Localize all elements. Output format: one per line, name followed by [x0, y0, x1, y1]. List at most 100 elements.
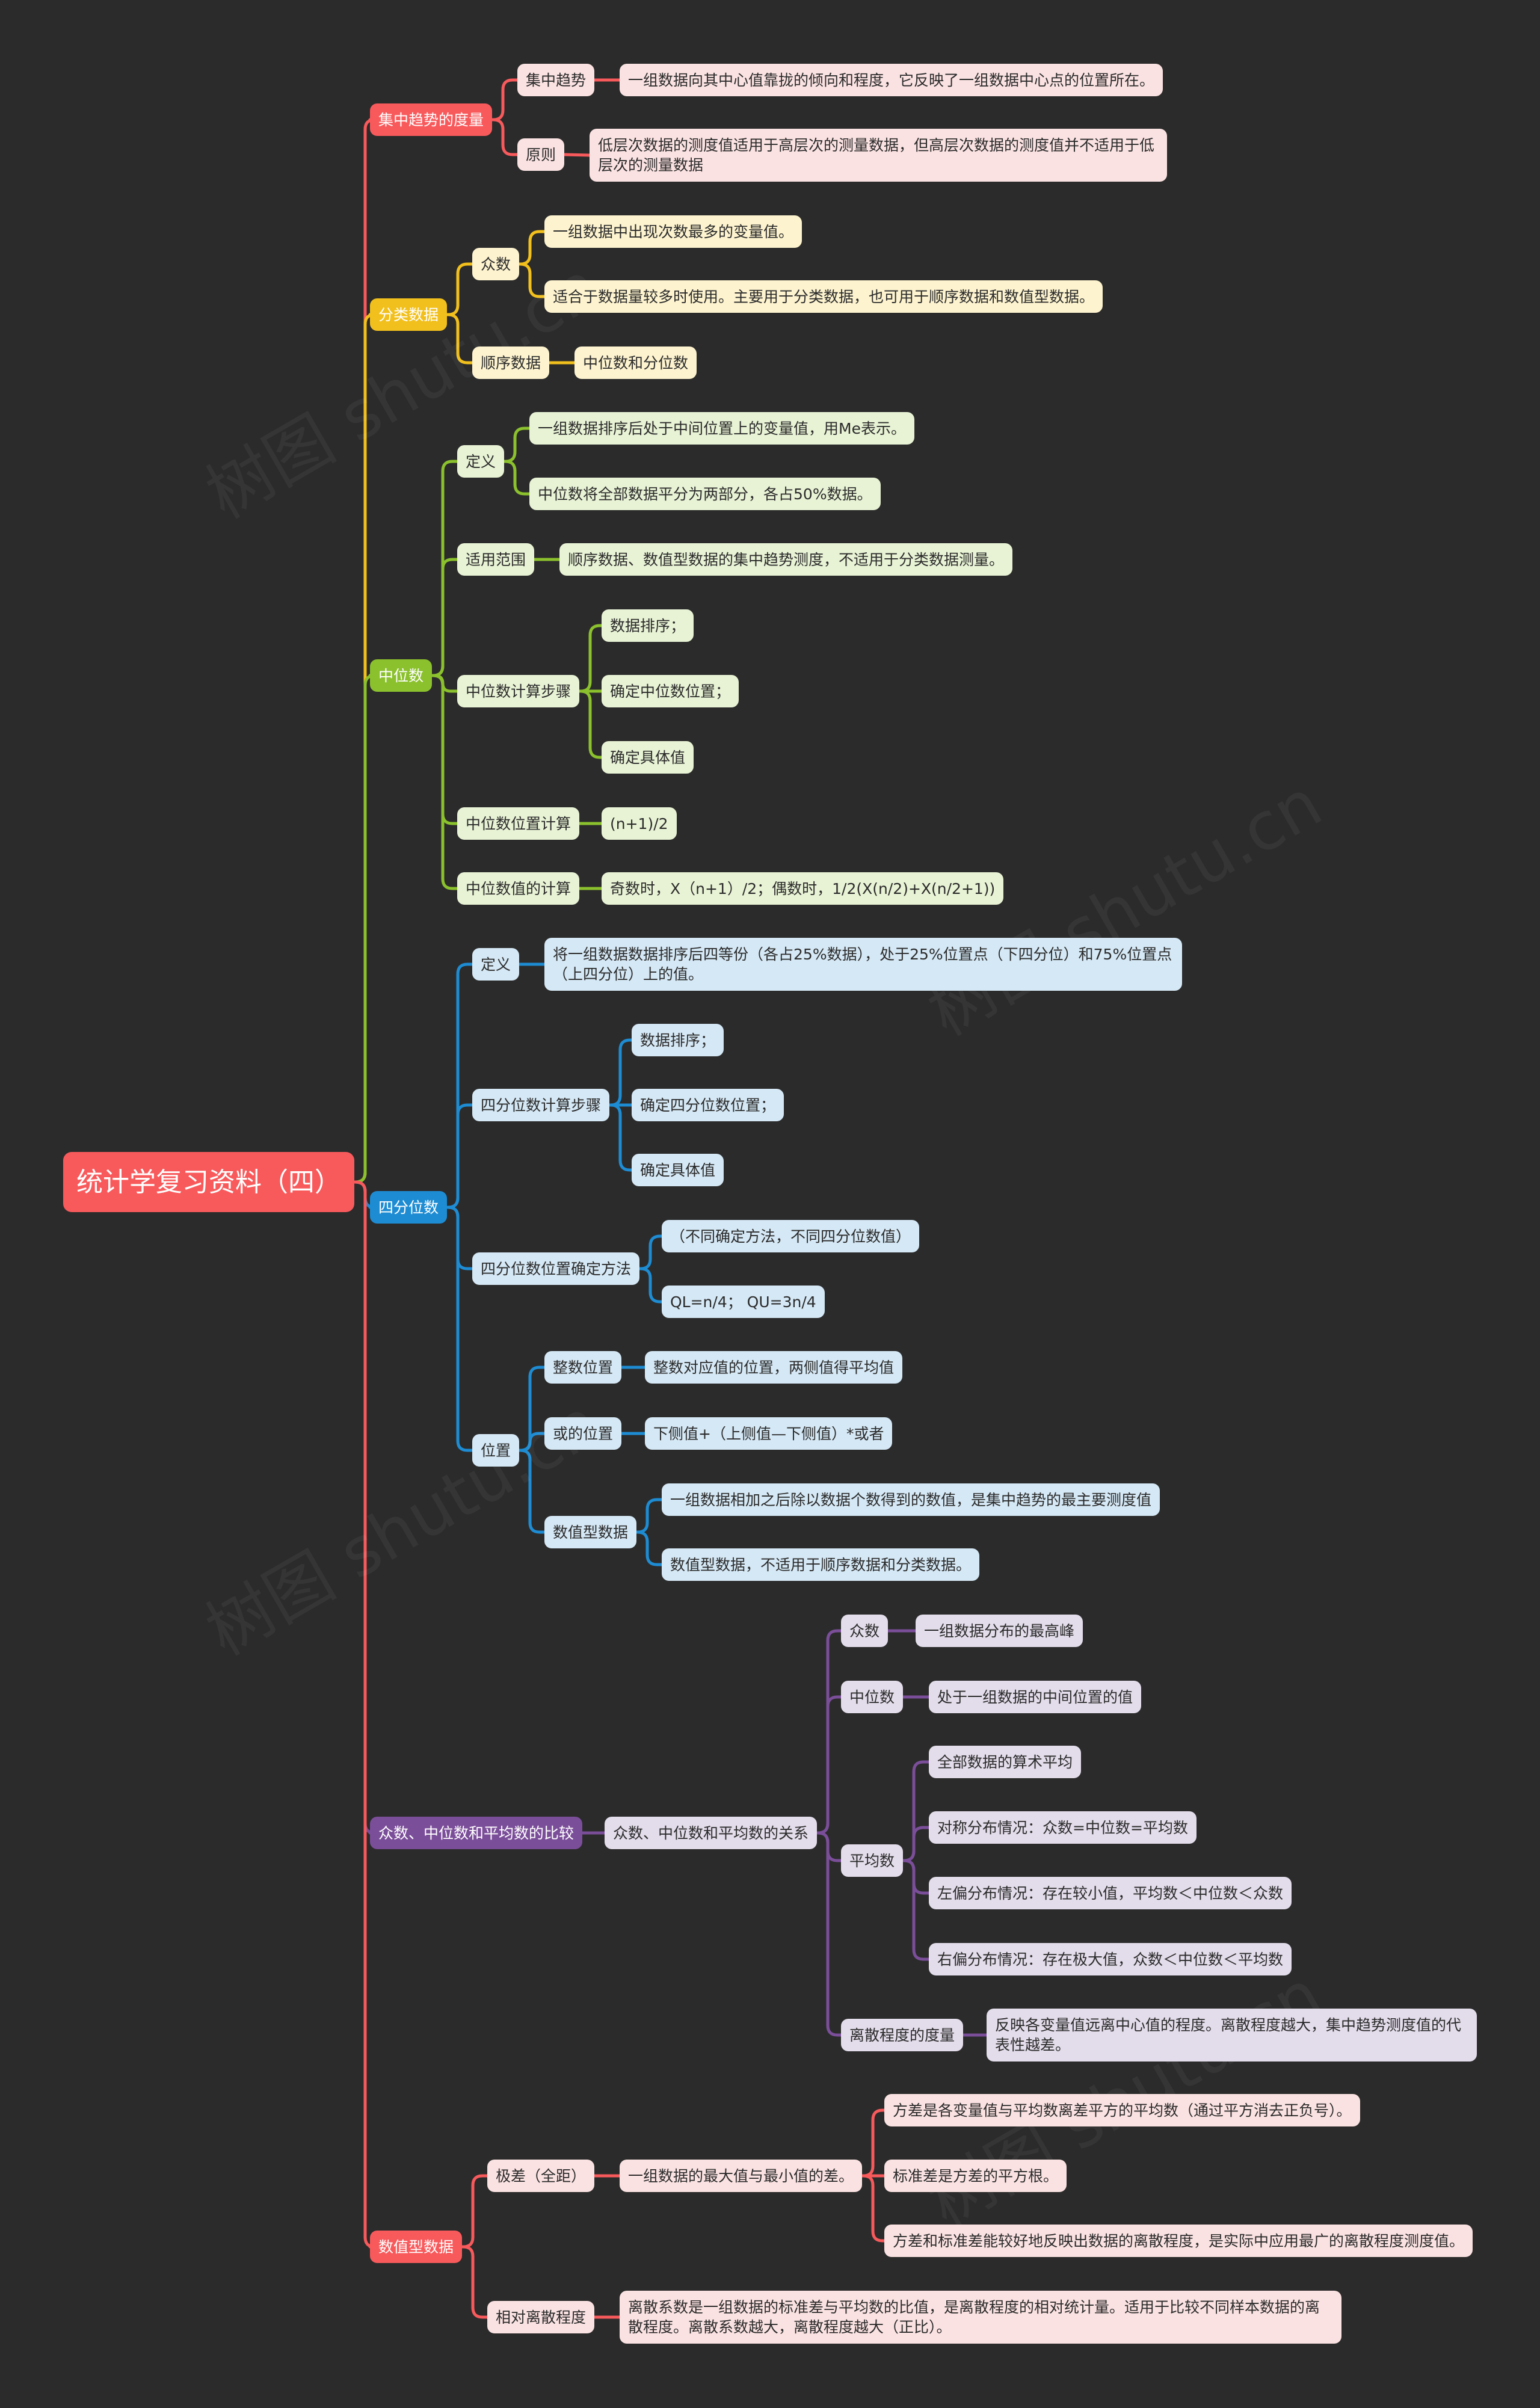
- node-mode[interactable]: 众数: [472, 248, 520, 280]
- node-median-steps[interactable]: 中位数计算步骤: [457, 675, 580, 707]
- connector-line: [517, 230, 546, 266]
- node-median-definition[interactable]: 定义: [457, 445, 505, 478]
- branch-categorical-data[interactable]: 分类数据: [370, 298, 448, 331]
- branch-comparison[interactable]: 众数、中位数和平均数的比较: [370, 1817, 583, 1849]
- leaf-quartile-def-text[interactable]: 将一组数据数据排序后四等份（各占25%数据），处于25%位置点（下四分位）和75…: [544, 938, 1182, 991]
- connector-line: [860, 2174, 886, 2243]
- connector-line: [815, 1695, 843, 1835]
- leaf-scope-text[interactable]: 顺序数据、数值型数据的集中趋势测度，不适用于分类数据测量。: [559, 543, 1013, 576]
- leaf-variance-3[interactable]: 方差和标准差能较好地反映出数据的离散程度，是实际中应用最广的离散程度测度值。: [884, 2225, 1473, 2257]
- leaf-variance-2[interactable]: 标准差是方差的平方根。: [884, 2160, 1067, 2192]
- connector-line: [445, 1206, 474, 1452]
- leaf-variance-1[interactable]: 方差是各变量值与平均数离差平方的平均数（通过平方消去正负号）。: [884, 2094, 1360, 2126]
- leaf-median-def-1[interactable]: 一组数据排序后处于中间位置上的变量值，用Me表示。: [529, 412, 914, 445]
- connector-line: [901, 1826, 931, 1862]
- branch-median[interactable]: 中位数: [370, 659, 433, 692]
- leaf-median-step-2[interactable]: 确定中位数位置；: [602, 675, 739, 707]
- node-relationship[interactable]: 众数、中位数和平均数的关系: [605, 1817, 818, 1849]
- leaf-principle-text[interactable]: 低层次数据的测度值适用于高层次的测量数据，但高层次数据的测度值并不适用于低层次的…: [590, 129, 1167, 182]
- branch-quartile[interactable]: 四分位数: [370, 1191, 448, 1224]
- connector-line: [445, 1103, 474, 1209]
- node-or-position[interactable]: 或的位置: [544, 1417, 622, 1450]
- leaf-quartile-step-3[interactable]: 确定具体值: [632, 1154, 724, 1186]
- connector-line: [608, 1103, 633, 1172]
- node-cmp-mode[interactable]: 众数: [841, 1615, 889, 1647]
- node-cmp-mean[interactable]: 平均数: [841, 1844, 904, 1877]
- node-cmp-median[interactable]: 中位数: [841, 1681, 904, 1713]
- connector-line: [638, 1234, 664, 1270]
- node-ordinal-data[interactable]: 顺序数据: [472, 346, 550, 379]
- leaf-median-def-2[interactable]: 中位数将全部数据平分为两部分，各占50%数据。: [529, 478, 881, 510]
- leaf-range-text[interactable]: 一组数据的最大值与最小值的差。: [620, 2160, 863, 2192]
- leaf-dispersion-text[interactable]: 反映各变量值远离中心值的程度。离散程度越大，集中趋势测度值的代表性越差。: [987, 2009, 1477, 2062]
- node-numeric-data[interactable]: 数值型数据: [544, 1516, 637, 1548]
- node-median-position[interactable]: 中位数位置计算: [457, 807, 580, 840]
- connector-line: [430, 674, 459, 693]
- leaf-posdet-note[interactable]: （不同确定方法，不同四分位数值）: [662, 1220, 920, 1252]
- connector-line: [578, 689, 603, 759]
- leaf-numeric-data-2[interactable]: 数值型数据，不适用于顺序数据和分类数据。: [662, 1548, 980, 1581]
- connector-line: [517, 1432, 546, 1452]
- leaf-mode-usage[interactable]: 适合于数据量较多时使用。主要用于分类数据，也可用于顺序数据和数值型数据。: [544, 280, 1103, 313]
- connector-line: [430, 674, 459, 825]
- node-integer-position[interactable]: 整数位置: [544, 1351, 622, 1384]
- connector-line: [502, 460, 531, 496]
- connector-line: [578, 624, 603, 693]
- leaf-median-quantile[interactable]: 中位数和分位数: [574, 346, 697, 379]
- branch-central-tendency[interactable]: 集中趋势的度量: [370, 103, 493, 136]
- node-principle[interactable]: 原则: [517, 138, 565, 171]
- connector-line: [460, 2174, 489, 2249]
- leaf-quartile-step-2[interactable]: 确定四分位数位置；: [632, 1089, 784, 1121]
- connector-line: [638, 1267, 664, 1304]
- node-quartile-steps[interactable]: 四分位数计算步骤: [472, 1089, 610, 1121]
- connector-line: [635, 1498, 664, 1534]
- connector-line: [460, 2245, 489, 2319]
- leaf-cmp-mode-text[interactable]: 一组数据分布的最高峰: [916, 1615, 1083, 1647]
- leaf-posdet-formula[interactable]: QL=n/4； QU=3n/4: [662, 1286, 825, 1318]
- connector-line: [517, 1449, 546, 1534]
- node-quartile-position-method[interactable]: 四分位数位置确定方法: [472, 1252, 640, 1285]
- leaf-cmp-median-text[interactable]: 处于一组数据的中间位置的值: [929, 1681, 1142, 1713]
- connector-line: [608, 1038, 633, 1107]
- leaf-numeric-data-1[interactable]: 一组数据相加之后除以数据个数得到的数值，是集中趋势的最主要测度值: [662, 1483, 1160, 1516]
- branch-numeric-data[interactable]: 数值型数据: [370, 2231, 463, 2263]
- leaf-median-step-1[interactable]: 数据排序；: [602, 609, 694, 642]
- node-dispersion[interactable]: 离散程度的度量: [841, 2019, 964, 2051]
- leaf-median-step-3[interactable]: 确定具体值: [602, 741, 694, 774]
- node-trend[interactable]: 集中趋势: [517, 64, 595, 96]
- connector-line: [430, 558, 459, 677]
- leaf-trend-definition[interactable]: 一组数据向其中心值靠拢的倾向和程度，它反映了一组数据中心点的位置所在。: [620, 64, 1163, 96]
- leaf-median-value-formula[interactable]: 奇数时，X（n+1）/2；偶数时，1/2(X(n/2)+X(n/2+1)): [602, 872, 1004, 905]
- leaf-mean-2[interactable]: 对称分布情况：众数=中位数=平均数: [929, 1811, 1197, 1844]
- leaf-mean-3[interactable]: 左偏分布情况：存在较小值，平均数＜中位数＜众数: [929, 1877, 1292, 1909]
- connector-line: [860, 2108, 886, 2178]
- leaf-median-position-formula[interactable]: (n+1)/2: [602, 807, 677, 840]
- leaf-mode-definition[interactable]: 一组数据中出现次数最多的变量值。: [544, 215, 802, 248]
- connector-line: [901, 1859, 931, 1895]
- leaf-relative-dispersion-text[interactable]: 离散系数是一组数据的标准差与平均数的比值，是离散程度的相对统计量。适用于比较不同…: [620, 2291, 1341, 2344]
- leaf-mean-4[interactable]: 右偏分布情况：存在极大值，众数＜中位数＜平均数: [929, 1943, 1292, 1975]
- connector-line: [445, 262, 474, 316]
- root-topic[interactable]: 统计学复习资料（四）: [63, 1152, 354, 1212]
- leaf-or-position-text[interactable]: 下侧值+（上侧值—下侧值）*或者: [645, 1417, 893, 1450]
- leaf-integer-position-text[interactable]: 整数对应值的位置，两侧值得平均值: [645, 1351, 903, 1384]
- leaf-mean-1[interactable]: 全部数据的算术平均: [929, 1746, 1082, 1778]
- node-scope[interactable]: 适用范围: [457, 543, 535, 576]
- node-quartile-definition[interactable]: 定义: [472, 948, 520, 981]
- node-relative-dispersion[interactable]: 相对离散程度: [487, 2301, 595, 2333]
- connector-line: [353, 1180, 375, 2249]
- leaf-quartile-step-1[interactable]: 数据排序；: [632, 1024, 724, 1056]
- node-range[interactable]: 极差（全距）: [487, 2160, 595, 2192]
- node-location[interactable]: 位置: [472, 1434, 520, 1467]
- connector-line: [445, 962, 474, 1209]
- connector-line: [901, 1859, 931, 1961]
- connector-line: [353, 674, 375, 1184]
- connector-line: [517, 262, 546, 298]
- connector-line: [430, 674, 459, 890]
- connector-line: [502, 426, 531, 463]
- connector-line: [635, 1530, 664, 1566]
- connector-line: [430, 460, 459, 677]
- node-median-value[interactable]: 中位数值的计算: [457, 872, 580, 905]
- connector-line: [490, 78, 519, 122]
